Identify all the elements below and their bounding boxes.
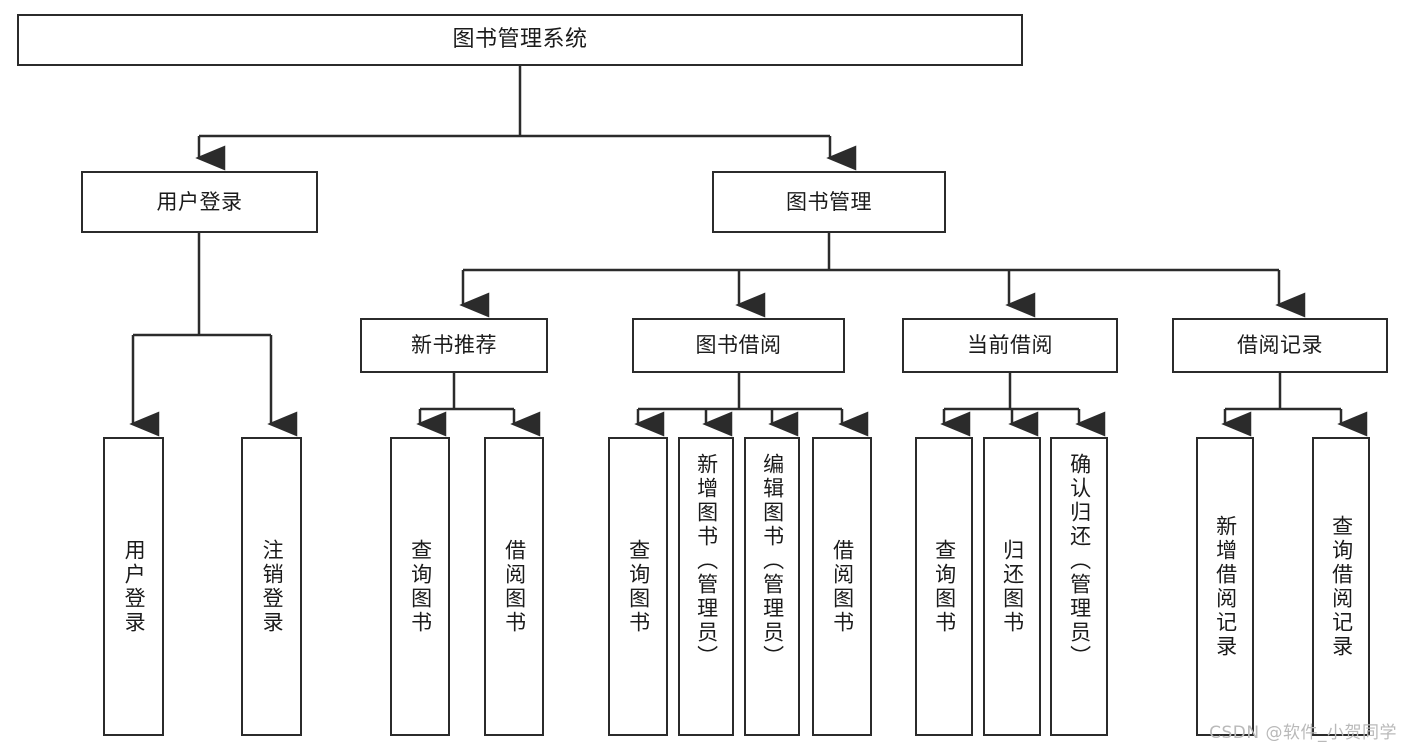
node-leaf-borrow-book-1-label: 借阅图书 [502, 538, 527, 635]
node-leaf-query-book-2-label: 查询图书 [626, 538, 651, 635]
node-leaf-user-login-label: 用户登录 [122, 538, 147, 635]
node-current-borrow-label: 当前借阅 [967, 333, 1053, 358]
node-leaf-query-borrow-record[interactable]: 查询借阅记录 [1312, 437, 1370, 736]
node-leaf-edit-book-admin-label: 编辑图书（管理员） [760, 453, 785, 669]
node-leaf-add-borrow-record-label: 新增借阅记录 [1213, 514, 1238, 659]
node-leaf-edit-book-admin[interactable]: 编辑图书（管理员） [744, 437, 800, 736]
node-leaf-add-book-admin[interactable]: 新增图书（管理员） [678, 437, 734, 736]
node-book-manage-label: 图书管理 [786, 189, 872, 214]
node-leaf-query-book-1[interactable]: 查询图书 [390, 437, 450, 736]
node-leaf-logout[interactable]: 注销登录 [241, 437, 302, 736]
node-leaf-return-book-label: 归还图书 [1000, 538, 1025, 635]
node-user-login[interactable]: 用户登录 [81, 171, 318, 233]
node-current-borrow[interactable]: 当前借阅 [902, 318, 1118, 373]
node-leaf-add-book-admin-label: 新增图书（管理员） [694, 453, 719, 669]
node-leaf-add-borrow-record[interactable]: 新增借阅记录 [1196, 437, 1254, 736]
node-leaf-query-book-3-label: 查询图书 [932, 538, 957, 635]
node-leaf-confirm-return-admin-label: 确认归还（管理员） [1067, 453, 1092, 669]
node-leaf-query-book-2[interactable]: 查询图书 [608, 437, 668, 736]
watermark: CSDN @软件_小贺同学 [1209, 723, 1397, 743]
node-leaf-borrow-book-2[interactable]: 借阅图书 [812, 437, 872, 736]
node-new-book-recommend[interactable]: 新书推荐 [360, 318, 548, 373]
node-leaf-return-book[interactable]: 归还图书 [983, 437, 1041, 736]
node-book-borrow[interactable]: 图书借阅 [632, 318, 845, 373]
node-leaf-logout-label: 注销登录 [260, 538, 285, 635]
node-book-manage[interactable]: 图书管理 [712, 171, 946, 233]
node-borrow-record-label: 借阅记录 [1237, 333, 1323, 358]
node-leaf-confirm-return-admin[interactable]: 确认归还（管理员） [1050, 437, 1108, 736]
node-leaf-borrow-book-1[interactable]: 借阅图书 [484, 437, 544, 736]
node-leaf-query-borrow-record-label: 查询借阅记录 [1329, 514, 1354, 659]
node-borrow-record[interactable]: 借阅记录 [1172, 318, 1388, 373]
node-root[interactable]: 图书管理系统 [17, 14, 1023, 66]
node-user-login-label: 用户登录 [156, 189, 243, 214]
node-leaf-user-login[interactable]: 用户登录 [103, 437, 164, 736]
node-root-label: 图书管理系统 [452, 27, 588, 53]
node-leaf-borrow-book-2-label: 借阅图书 [830, 538, 855, 635]
node-leaf-query-book-3[interactable]: 查询图书 [915, 437, 973, 736]
node-book-borrow-label: 图书借阅 [695, 333, 782, 358]
node-leaf-query-book-1-label: 查询图书 [408, 538, 433, 635]
node-new-book-recommend-label: 新书推荐 [411, 333, 497, 358]
